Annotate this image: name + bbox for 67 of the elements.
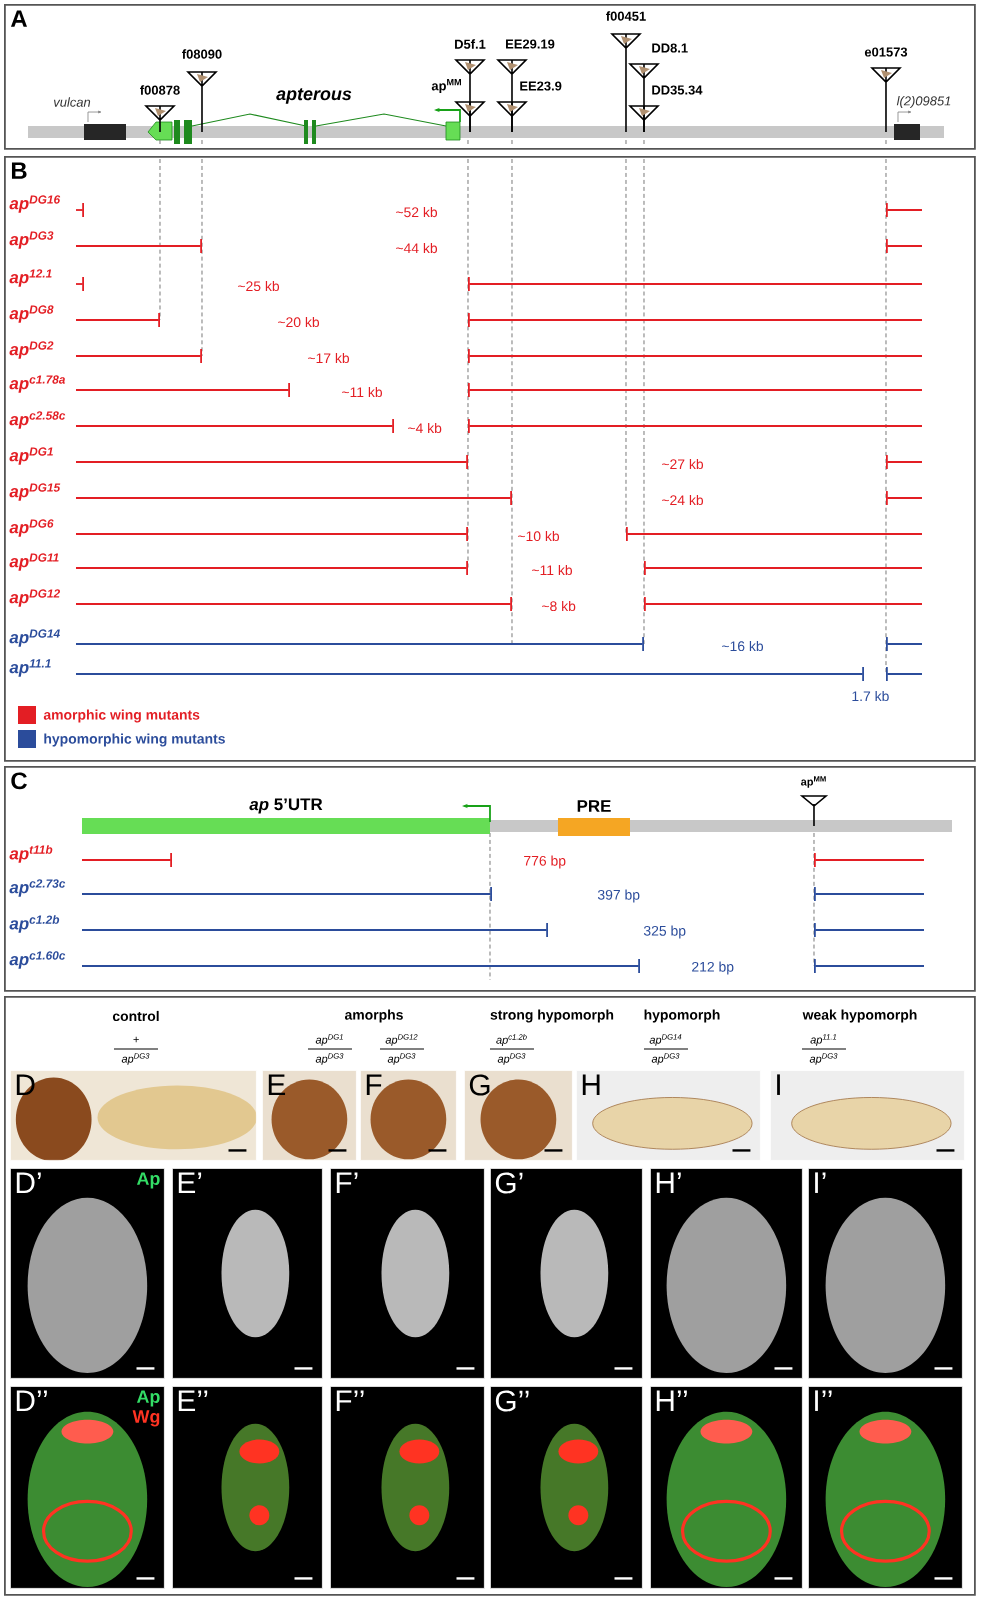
allele-label: ap$^{DG1}$ xyxy=(9,447,53,465)
photo xyxy=(10,1386,165,1589)
region-label: ap 5’UTR xyxy=(249,798,323,814)
panel-frame xyxy=(4,996,976,1596)
allele-label: ap$^{DG6}$ xyxy=(9,519,54,537)
region-label: PRE xyxy=(577,800,611,812)
photo-letter: E xyxy=(268,1074,286,1095)
photo xyxy=(808,1168,963,1379)
panel-letter: B xyxy=(11,162,27,179)
allele-label: ap$^{DG14}$ xyxy=(9,629,60,647)
allele-label: ap$^{DG15}$ xyxy=(9,483,61,501)
gene-name: apterous xyxy=(276,88,352,104)
photo-letter: H’’ xyxy=(656,1390,687,1411)
photo xyxy=(360,1070,457,1161)
allele-label: ap$^{c1.2b}$ xyxy=(9,915,60,933)
photo-letter: G’ xyxy=(495,1172,523,1194)
photo xyxy=(10,1168,165,1379)
photo-letter: D’’ xyxy=(16,1390,47,1411)
allele-label: ap$^{DG2}$ xyxy=(9,341,54,359)
photo-letter: H xyxy=(582,1074,600,1095)
photo xyxy=(650,1168,803,1379)
panel-frame xyxy=(4,4,976,150)
allele-label: ap$^{DG16}$ xyxy=(9,195,61,213)
allele-label: ap$^{c2.73c}$ xyxy=(9,879,66,897)
photo xyxy=(576,1070,761,1161)
photo-letter: I xyxy=(777,1074,780,1095)
allele-label: ap$^{DG8}$ xyxy=(9,305,54,323)
allele-label: ap$^{12.1}$ xyxy=(9,269,52,287)
photo xyxy=(10,1070,257,1161)
photo xyxy=(808,1386,963,1589)
photo-letter: G xyxy=(469,1074,490,1096)
panel-letter: A xyxy=(10,10,27,27)
photo xyxy=(330,1168,485,1379)
photo xyxy=(490,1386,643,1589)
photo xyxy=(172,1386,323,1589)
panel-letter: C xyxy=(11,772,27,790)
photo xyxy=(262,1070,357,1161)
allele-label: ap$^{c1.78a}$ xyxy=(9,375,66,393)
photo xyxy=(464,1070,573,1161)
allele-label: ap$^{t11b}$ xyxy=(9,845,53,863)
photo-letter: D xyxy=(16,1074,35,1095)
photo-letter: F xyxy=(366,1074,382,1095)
photo-letter: F’’ xyxy=(336,1390,364,1411)
allele-label: ap$^{c2.58c}$ xyxy=(9,411,66,429)
photo-letter: E’ xyxy=(178,1172,202,1193)
stain-label: Ap xyxy=(136,1390,160,1407)
photo-letter: H’ xyxy=(656,1172,681,1193)
stain-label: Ap xyxy=(136,1172,160,1189)
photo xyxy=(770,1070,965,1161)
panel-frame xyxy=(4,766,976,992)
photo-letter: G’’ xyxy=(495,1390,529,1412)
photo-letter: E’’ xyxy=(178,1390,208,1411)
stain-label: Wg xyxy=(132,1410,160,1427)
photo xyxy=(172,1168,323,1379)
photo xyxy=(650,1386,803,1589)
photo xyxy=(490,1168,643,1379)
allele-label: ap$^{c1.60c}$ xyxy=(9,951,66,969)
photo-letter: F’ xyxy=(336,1172,358,1193)
allele-label: ap$^{DG12}$ xyxy=(9,589,60,607)
photo-letter: D’ xyxy=(16,1172,41,1193)
panel-frame xyxy=(4,156,976,762)
allele-label: ap$^{11.1}$ xyxy=(9,659,51,677)
photo xyxy=(330,1386,485,1589)
photo-letter: I’ xyxy=(815,1172,826,1193)
allele-label: ap$^{DG11}$ xyxy=(9,553,59,571)
photo-letter: I’’ xyxy=(815,1390,832,1411)
allele-label: ap$^{DG3}$ xyxy=(9,231,54,249)
